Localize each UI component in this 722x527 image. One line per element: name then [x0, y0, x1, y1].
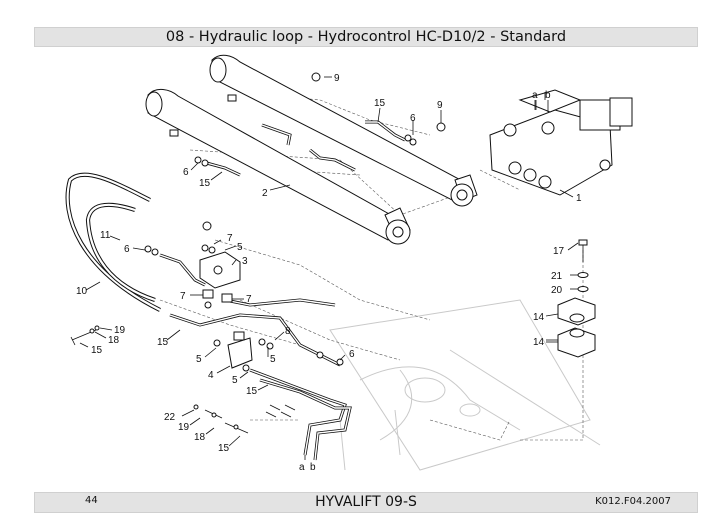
callouts: 9 15 6 9 a b 6 15 2 1 11 7 6 5 3 17 21 2… — [76, 73, 582, 473]
callout-5: 5 — [232, 375, 238, 386]
callout-7: 7 — [246, 294, 252, 305]
callout-15: 15 — [374, 98, 386, 109]
callout-15: 15 — [91, 345, 103, 356]
callout-4: 4 — [208, 370, 214, 381]
clamp-14-lower — [557, 327, 596, 358]
callout-19: 19 — [178, 422, 190, 433]
callout-20: 20 — [551, 285, 563, 296]
control-valve — [489, 89, 633, 196]
title-bar: 08 - Hydraulic loop - Hydrocontrol HC-D1… — [34, 27, 698, 47]
callout-6: 6 — [410, 113, 416, 124]
fittings — [144, 72, 446, 418]
callout-15: 15 — [199, 178, 211, 189]
page-number: 44 — [85, 495, 98, 506]
callout-6: 6 — [349, 349, 355, 360]
loader-frame-ghost — [329, 299, 601, 471]
callout-22: 22 — [164, 412, 176, 423]
cylinder-lower — [145, 89, 411, 245]
callout-9: 9 — [334, 73, 340, 84]
footer-bar: 44 HYVALIFT 09-S K012.F04.2007 — [34, 492, 698, 513]
callout-6: 6 — [124, 244, 130, 255]
callout-6: 6 — [183, 167, 189, 178]
callout-1: 1 — [576, 193, 582, 204]
clamp-14-upper — [557, 297, 596, 326]
cylinder-upper — [209, 54, 478, 207]
callout-5: 5 — [196, 354, 202, 365]
callout-15: 15 — [218, 443, 230, 454]
callout-11: 11 — [100, 230, 111, 241]
callout-9: 9 — [437, 100, 443, 111]
callout-10: 10 — [76, 286, 88, 297]
bolt-sets — [70, 325, 249, 434]
callout-3: 3 — [242, 256, 248, 267]
hose-10-11 — [65, 172, 161, 312]
callout-18: 18 — [108, 335, 120, 346]
callout-8: 8 — [285, 326, 291, 337]
callout-5: 5 — [237, 242, 243, 253]
callout-17: 17 — [553, 246, 565, 257]
block-3 — [199, 251, 241, 289]
pipe-15-upper — [202, 120, 406, 177]
page-title: 08 - Hydraulic loop - Hydrocontrol HC-D1… — [165, 29, 567, 45]
callout-a: a — [532, 90, 538, 101]
callout-7: 7 — [180, 291, 186, 302]
callout-19: 19 — [114, 325, 126, 336]
callout-14: 14 — [533, 312, 545, 323]
block-4 — [227, 331, 253, 369]
callout-b: b — [545, 90, 551, 101]
leader-lines — [79, 76, 579, 460]
callout-7: 7 — [227, 233, 233, 244]
callout-a: a — [299, 462, 305, 473]
callout-2: 2 — [262, 188, 268, 199]
pipes-lower — [159, 253, 352, 461]
callout-21: 21 — [551, 271, 563, 282]
document-code: K012.F04.2007 — [595, 496, 671, 507]
callout-b: b — [310, 462, 316, 473]
callout-5: 5 — [270, 354, 276, 365]
model-name: HYVALIFT 09-S — [315, 494, 417, 510]
callout-15: 15 — [157, 337, 169, 348]
callout-14: 14 — [533, 337, 545, 348]
callout-15: 15 — [246, 386, 258, 397]
callout-18: 18 — [194, 432, 206, 443]
